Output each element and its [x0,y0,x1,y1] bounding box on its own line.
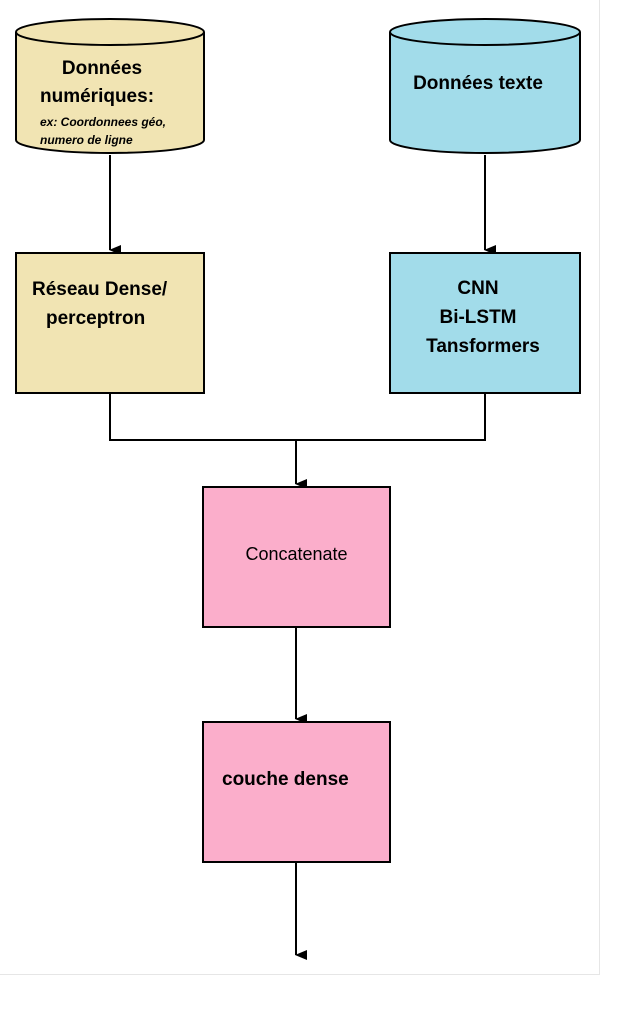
text-data-cylinder [389,18,581,154]
dense-layer-label: couche dense [222,769,349,790]
numeric-data-cylinder [15,18,205,154]
text-models-label-cnn: CNN [457,278,499,299]
dense-network-box [15,252,205,394]
numeric-data-example-line1: ex: Coordonnees géo, [40,115,167,129]
text-models-label-transformers: Tansformers [426,336,540,357]
numeric-data-example-line2: numero de ligne [40,133,133,147]
merge-connector [109,393,486,441]
concatenate-label: Concatenate [245,544,348,564]
diagram-frame [0,0,600,975]
dense-layer-box [202,721,391,863]
numeric-data-title-line2: numériques: [40,86,155,107]
concatenate-box [202,486,391,628]
text-models-label-bilstm: Bi-LSTM [439,307,517,328]
dense-network-label-line2: perceptron [46,308,146,329]
dense-network-label-line1: Réseau Dense/ [32,279,168,300]
text-data-title: Données texte [413,73,543,94]
text-models-box [389,252,581,394]
numeric-data-title: Données [61,58,143,79]
